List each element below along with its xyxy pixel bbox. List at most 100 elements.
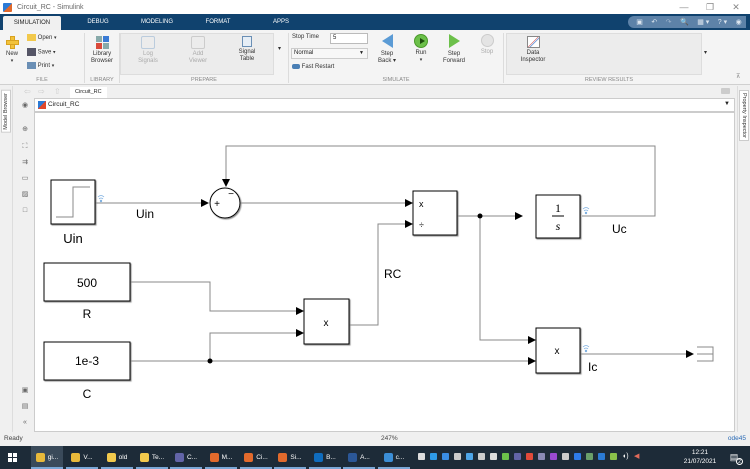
tray-icon[interactable] — [418, 453, 425, 460]
teams-tray-icon[interactable] — [514, 453, 521, 460]
constant-c-block[interactable] — [43, 341, 131, 381]
taskbar-app[interactable]: c... — [378, 446, 410, 469]
tray-icon[interactable] — [466, 453, 473, 460]
route-lines-icon[interactable]: ⇉ — [22, 159, 28, 166]
notification-center-icon[interactable]: ▤2 — [728, 451, 743, 465]
new-button[interactable]: New ▾ — [3, 36, 21, 65]
save-icon[interactable]: ▣ — [636, 19, 643, 26]
nvidia-icon[interactable] — [502, 453, 509, 460]
back-arrow-icon[interactable]: ⇦ — [24, 87, 31, 96]
close-button[interactable]: ✕ — [732, 2, 740, 12]
network-icon[interactable]: ◖) — [622, 453, 629, 460]
taskbar-app[interactable]: C... — [170, 446, 202, 469]
minimize-button[interactable]: — — [679, 2, 689, 12]
start-button[interactable] — [8, 446, 17, 469]
hide-explorer-icon[interactable]: ◉ — [21, 102, 29, 109]
undo-icon[interactable]: ↶ — [651, 19, 658, 26]
integrator-block[interactable] — [535, 194, 581, 239]
solver-link[interactable]: ode45 — [727, 435, 746, 442]
area-icon[interactable]: □ — [22, 207, 28, 214]
bluetooth-icon[interactable] — [574, 453, 581, 460]
tray-icon[interactable] — [478, 453, 485, 460]
volume-muted-icon[interactable]: ◀ — [634, 453, 640, 460]
step-block[interactable] — [50, 179, 96, 225]
tray-icon[interactable] — [610, 453, 617, 460]
tray-icon[interactable] — [526, 453, 533, 460]
tray-icon[interactable] — [454, 453, 461, 460]
product-ic-block[interactable] — [535, 327, 581, 374]
print-button[interactable]: Print ▾ — [27, 62, 54, 70]
fast-restart-button[interactable]: Fast Restart — [292, 64, 334, 71]
run-button[interactable]: Run ▾ — [410, 34, 432, 64]
tray-icon[interactable] — [490, 453, 497, 460]
review-gallery-expand[interactable]: ▾ — [704, 50, 708, 56]
tab-simulation[interactable]: SIMULATION — [3, 16, 61, 30]
model-browser-tab[interactable]: Model Browser — [1, 90, 11, 133]
help-icon[interactable]: ? ▾ — [717, 19, 728, 26]
model-tab[interactable]: Circuit_RC — [70, 87, 107, 98]
onedrive-icon[interactable] — [442, 453, 449, 460]
data-inspector-button[interactable]: Data Inspector — [516, 36, 550, 64]
product-rc-block[interactable] — [303, 298, 350, 345]
clock[interactable]: 12:21 21/07/2021 — [683, 449, 717, 465]
search-icon[interactable]: 🔍 — [680, 19, 689, 26]
fit-to-view-icon[interactable]: ⛶ — [22, 143, 28, 150]
divide-block[interactable] — [412, 190, 458, 236]
taskbar-app-label: c... — [395, 454, 405, 461]
tray-icon[interactable] — [562, 453, 569, 460]
ribbon-tab-bar: SIMULATION DEBUG MODELING FORMAT APPS ▣ … — [0, 14, 750, 30]
property-inspector-tab[interactable]: Property Inspector — [739, 90, 749, 141]
tab-apps[interactable]: APPS — [272, 19, 289, 25]
screenshot-icon[interactable]: ▣ — [21, 387, 29, 394]
sum-block[interactable] — [209, 187, 241, 219]
taskbar-app[interactable]: B... — [309, 446, 341, 469]
image-icon[interactable]: ▨ — [21, 191, 29, 198]
annotation-icon[interactable]: ▭ — [21, 175, 29, 182]
taskbar-app[interactable]: Te... — [136, 446, 168, 469]
zoom-icon[interactable]: ⊕ — [22, 126, 28, 133]
terminator-block[interactable] — [697, 346, 714, 362]
taskbar-app[interactable]: M... — [205, 446, 237, 469]
redo-icon[interactable]: ↷ — [665, 19, 672, 26]
panel-menu-icon[interactable] — [721, 88, 730, 94]
taskbar-app[interactable]: old — [101, 446, 133, 469]
taskbar-app[interactable]: gi... — [31, 446, 63, 469]
taskbar-app[interactable]: V... — [66, 446, 98, 469]
tray-icon[interactable] — [586, 453, 593, 460]
tray-icon[interactable] — [430, 453, 437, 460]
tab-modeling[interactable]: MODELING — [140, 19, 173, 25]
word-tray-icon[interactable] — [598, 453, 605, 460]
library-browser-button[interactable]: Library Browser — [87, 36, 117, 65]
log-signals-button[interactable]: Log Signals — [134, 36, 162, 65]
add-viewer-button[interactable]: Add Viewer — [184, 36, 212, 65]
constant-r-block[interactable] — [43, 262, 131, 302]
step-back-button[interactable]: Step Back ▾ — [376, 34, 398, 65]
taskbar-app[interactable]: Ci... — [240, 446, 272, 469]
find-icon[interactable]: ▦ ▾ — [697, 19, 710, 26]
taskbar-app[interactable]: Si... — [274, 446, 306, 469]
address-bar[interactable]: Circuit_RC ▼ — [34, 98, 735, 112]
diagram-canvas[interactable]: Uin Uin + − x ÷ 1 s Uc 500 R 1e-3 C x RC… — [34, 112, 735, 432]
divide-multiply-port: x — [419, 199, 424, 209]
simulation-mode-select[interactable]: Normal ▼ — [291, 48, 368, 59]
stop-time-input[interactable]: 5 — [330, 33, 368, 44]
forward-arrow-icon[interactable]: ⇨ — [38, 87, 45, 96]
step-forward-button[interactable]: Step Forward — [440, 34, 468, 65]
open-button[interactable]: Open ▾ — [27, 34, 57, 42]
tab-format[interactable]: FORMAT — [205, 19, 231, 25]
tab-debug[interactable]: DEBUG — [87, 19, 109, 25]
settings-icon[interactable]: ◉ — [735, 19, 742, 26]
taskbar-app[interactable]: A... — [343, 446, 375, 469]
save-button[interactable]: Save ▾ — [27, 48, 56, 57]
address-dropdown-icon[interactable]: ▼ — [724, 101, 730, 107]
onenote-icon[interactable] — [550, 453, 557, 460]
tray-icon[interactable] — [538, 453, 545, 460]
model-info-icon[interactable]: ▤ — [21, 403, 29, 410]
stop-button[interactable]: Stop — [476, 34, 498, 56]
collapse-toolstrip-icon[interactable]: « — [23, 419, 27, 426]
prepare-gallery-expand[interactable]: ▾ — [278, 46, 282, 52]
signal-table-button[interactable]: Signal Table — [232, 36, 262, 63]
up-arrow-icon[interactable]: ⇧ — [54, 87, 61, 96]
restore-button[interactable]: ❐ — [705, 2, 715, 12]
collapse-ribbon-icon[interactable]: ⊼ — [736, 74, 741, 80]
